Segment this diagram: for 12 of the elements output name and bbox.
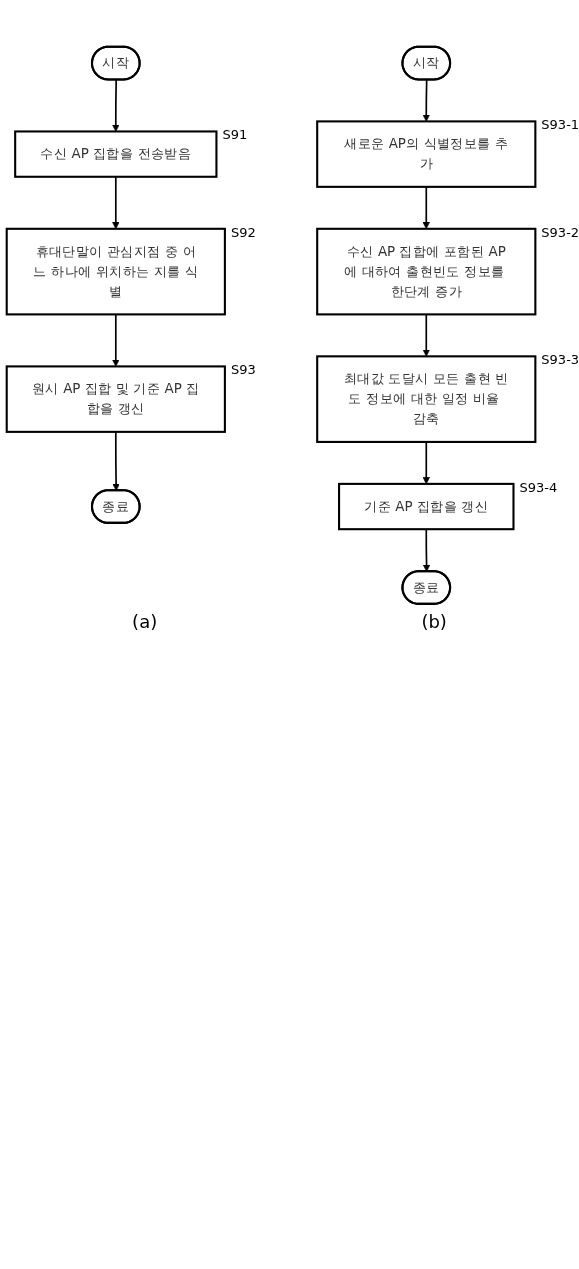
node-box: 수신 AP 집합을 전송받음 bbox=[14, 130, 218, 178]
figure-label: (a) bbox=[132, 610, 158, 632]
node-box: 새로운 AP의 식별정보를 추가 bbox=[316, 120, 537, 188]
node-box: 원시 AP 집합 및 기준 AP 집합을 갱신 bbox=[5, 365, 226, 433]
node-box: 기준 AP 집합을 갱신 bbox=[338, 482, 515, 531]
node-box: 최대값 도달시 모든 출현 빈도 정보에 대한 일정 비율 감축 bbox=[316, 355, 537, 443]
arrow bbox=[112, 79, 120, 132]
node-box: 수신 AP 집합에 포함된 AP에 대하여 출현빈도 정보를 한단계 증가 bbox=[316, 227, 537, 316]
arrow bbox=[112, 431, 120, 491]
node-box: 휴대단말이 관심지점 중 어느 하나에 위치하는 지를 식별 bbox=[5, 227, 226, 316]
arrow bbox=[422, 79, 430, 122]
figure-label: (b) bbox=[421, 610, 447, 632]
